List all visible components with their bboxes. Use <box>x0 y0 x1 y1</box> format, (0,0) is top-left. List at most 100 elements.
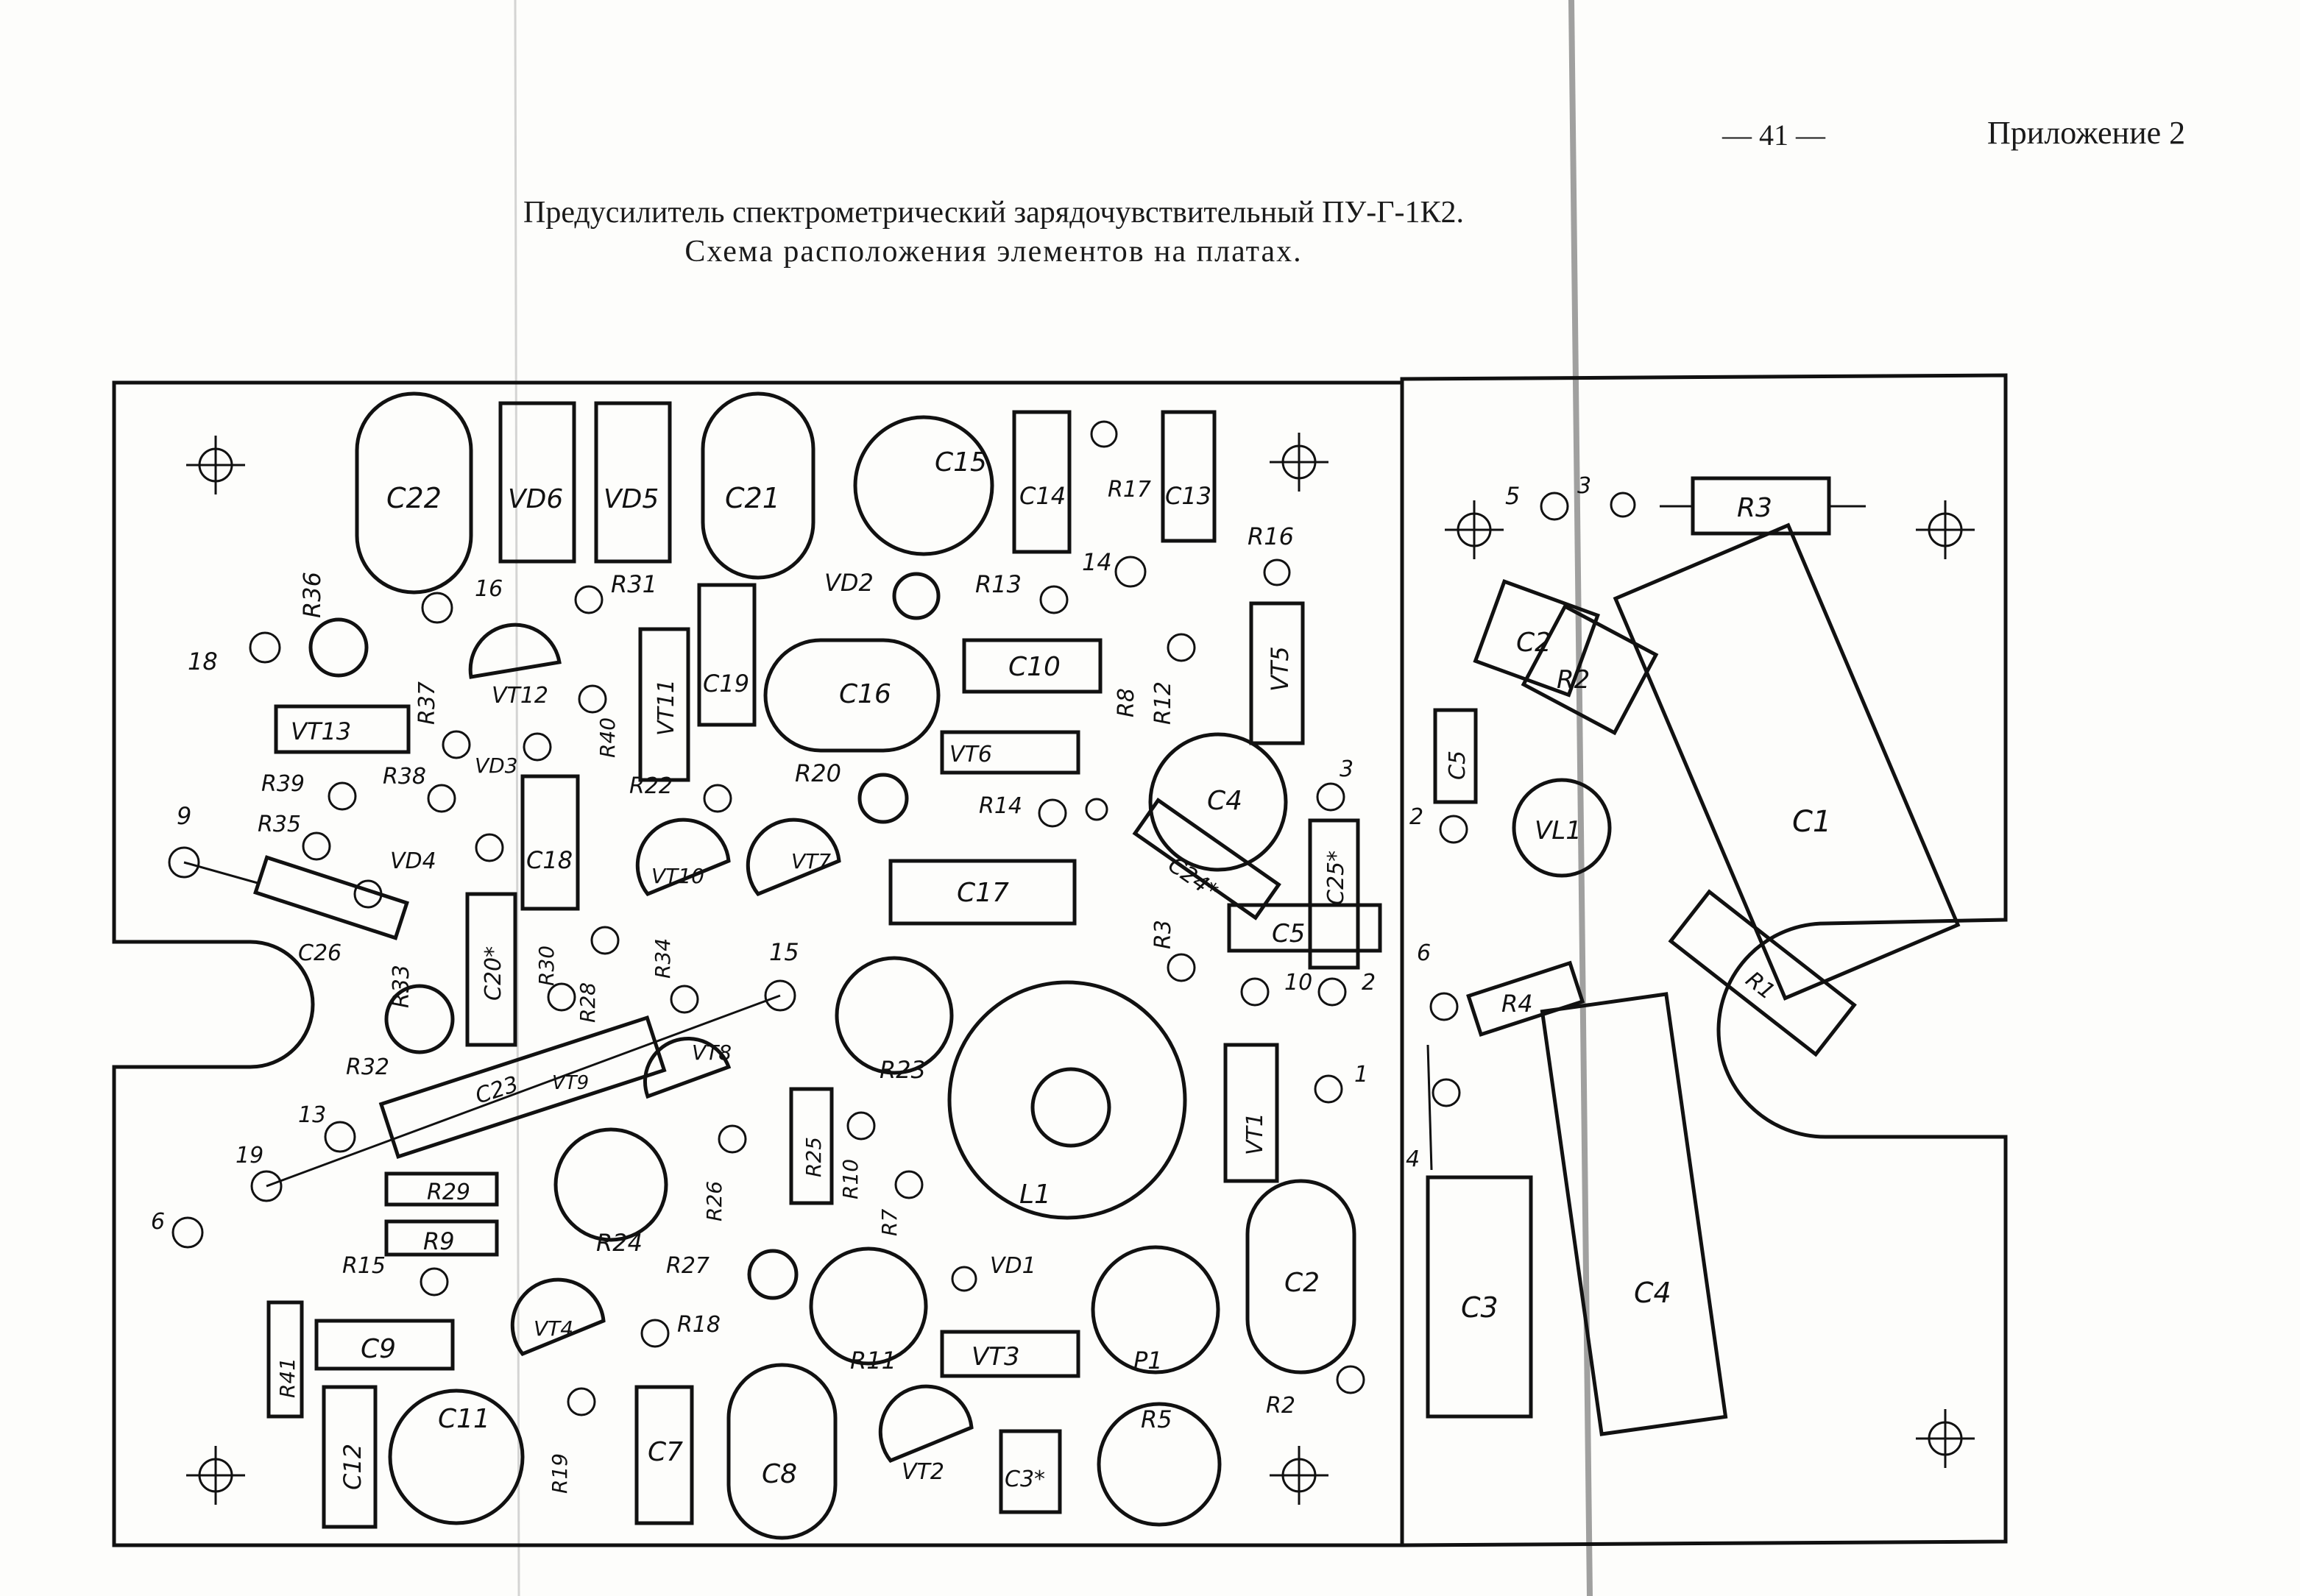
resistor-r36 <box>308 617 369 678</box>
label-r2-right: R2 <box>1557 665 1590 695</box>
label-c4: C4 <box>1207 786 1242 816</box>
capacitor-c5 <box>1227 903 1382 953</box>
label-r25: R25 <box>802 1137 826 1177</box>
label-c10: C10 <box>1008 652 1061 682</box>
capacitor-c11 <box>388 1388 525 1525</box>
label-r17: R17 <box>1108 477 1151 503</box>
resistor-r1 <box>1668 889 1857 1057</box>
indicator-vl1 <box>1512 778 1612 878</box>
label-vt10: VT10 <box>651 864 704 888</box>
label-r37: R37 <box>414 681 440 725</box>
label-vd6: VD6 <box>508 484 563 514</box>
label-vt13: VT13 <box>291 717 351 745</box>
label-c3: C3* <box>1005 1466 1045 1492</box>
label-r8: R8 <box>1114 688 1139 717</box>
label-c7: C7 <box>648 1437 683 1467</box>
capacitor-c4 <box>1148 732 1288 872</box>
capacitor-c20 <box>465 892 517 1047</box>
label-n13: 13 <box>298 1102 326 1128</box>
label-c24: C24* <box>1163 852 1222 904</box>
label-n10: 10 <box>1284 970 1312 996</box>
label-vd1: VD1 <box>990 1253 1036 1279</box>
capacitor-c12 <box>322 1385 378 1529</box>
label-c5: C5 <box>1272 919 1305 948</box>
resistor-r9 <box>384 1219 499 1257</box>
label-vt7: VT7 <box>791 849 831 873</box>
label-c2: C2 <box>1284 1268 1320 1298</box>
label-r9: R9 <box>423 1227 455 1255</box>
label-r3: R3 <box>1150 920 1176 949</box>
label-r14: R14 <box>979 793 1022 819</box>
label-c4-right: C4 <box>1634 1277 1671 1309</box>
capacitor-c8 <box>726 1363 838 1540</box>
transistor-vt13 <box>274 704 411 754</box>
right-board-components: 5 3 R3 C2 R2 C1 C5 2 VL1 6 R4 R1 <box>1406 473 1961 1436</box>
label-n1: 1 <box>1354 1062 1368 1088</box>
trimmer-p1 <box>1091 1245 1220 1375</box>
resistor-r2-right <box>1521 603 1659 736</box>
capacitor-c5-right <box>1433 708 1478 804</box>
appendix-label: Приложение 2 <box>1987 115 2186 151</box>
transistor-vt3 <box>940 1330 1080 1378</box>
label-p1: P1 <box>1133 1347 1163 1375</box>
label-r3-right: R3 <box>1737 493 1772 523</box>
label-vt8: VT8 <box>692 1040 732 1065</box>
label-r13: R13 <box>975 570 1022 598</box>
page-number: — 41 — <box>1722 118 1825 152</box>
label-l1: L1 <box>1019 1180 1051 1210</box>
title-line-2: Схема расположения элементов на платах. <box>684 235 1303 269</box>
fold-line <box>514 0 520 1596</box>
label-vd4: VD4 <box>390 848 436 874</box>
diode-vd5 <box>594 401 672 564</box>
capacitor-c4-right <box>1540 992 1728 1436</box>
label-c25: C25* <box>1323 851 1349 905</box>
capacitor-c3-right <box>1426 1175 1533 1419</box>
label-n14: 14 <box>1082 548 1112 576</box>
label-c13: C13 <box>1165 482 1211 510</box>
label-n6: 6 <box>151 1209 165 1235</box>
label-r26: R26 <box>702 1181 726 1221</box>
transistor-vt1 <box>1223 1043 1279 1183</box>
left-board-components: C22 VD6 VD5 C21 C15 C14 R17 C13 R16 14 1… <box>151 391 1382 1540</box>
inductor-l1-core <box>1030 1067 1111 1148</box>
transistor-vt12 <box>468 623 562 679</box>
transistor-vt8 <box>643 1037 732 1099</box>
label-rn6: 6 <box>1417 940 1431 966</box>
label-r38: R38 <box>383 764 426 790</box>
resistor-r25 <box>789 1087 834 1205</box>
label-r32: R32 <box>346 1054 389 1080</box>
label-c11: C11 <box>438 1404 490 1434</box>
label-n16: 16 <box>475 576 503 602</box>
capacitor-c13 <box>1161 410 1217 543</box>
label-c21: C21 <box>725 482 780 514</box>
capacitor-c23 <box>378 1015 667 1160</box>
label-c26: C26 <box>298 940 342 966</box>
transistor-vt5 <box>1249 601 1305 745</box>
label-n9: 9 <box>177 802 191 830</box>
resistor-r4 <box>1466 960 1585 1038</box>
label-r39: R39 <box>261 771 305 797</box>
label-c9: C9 <box>361 1334 396 1364</box>
capacitor-c21 <box>701 391 815 580</box>
label-n3: 3 <box>1340 756 1354 782</box>
label-rn4: 4 <box>1406 1146 1420 1172</box>
capacitor-c9 <box>314 1319 455 1371</box>
label-r5: R5 <box>1141 1405 1172 1433</box>
capacitor-c22 <box>355 391 473 595</box>
resistor-r33 <box>384 984 455 1054</box>
left-board-outline <box>112 380 1404 1547</box>
label-c1: C1 <box>1792 805 1831 839</box>
label-r20: R20 <box>795 759 841 787</box>
label-vt2: VT2 <box>902 1459 944 1485</box>
label-c3-right: C3 <box>1461 1291 1498 1324</box>
capacitor-c15 <box>853 415 994 556</box>
label-vt6: VT6 <box>949 742 992 767</box>
label-r23: R23 <box>880 1056 926 1084</box>
capacitor-c2 <box>1245 1179 1356 1375</box>
resistor-r41 <box>266 1300 304 1419</box>
capacitor-c3 <box>999 1429 1062 1514</box>
label-c14: C14 <box>1019 482 1066 510</box>
label-r18: R18 <box>677 1312 721 1338</box>
label-vd5: VD5 <box>604 484 659 514</box>
